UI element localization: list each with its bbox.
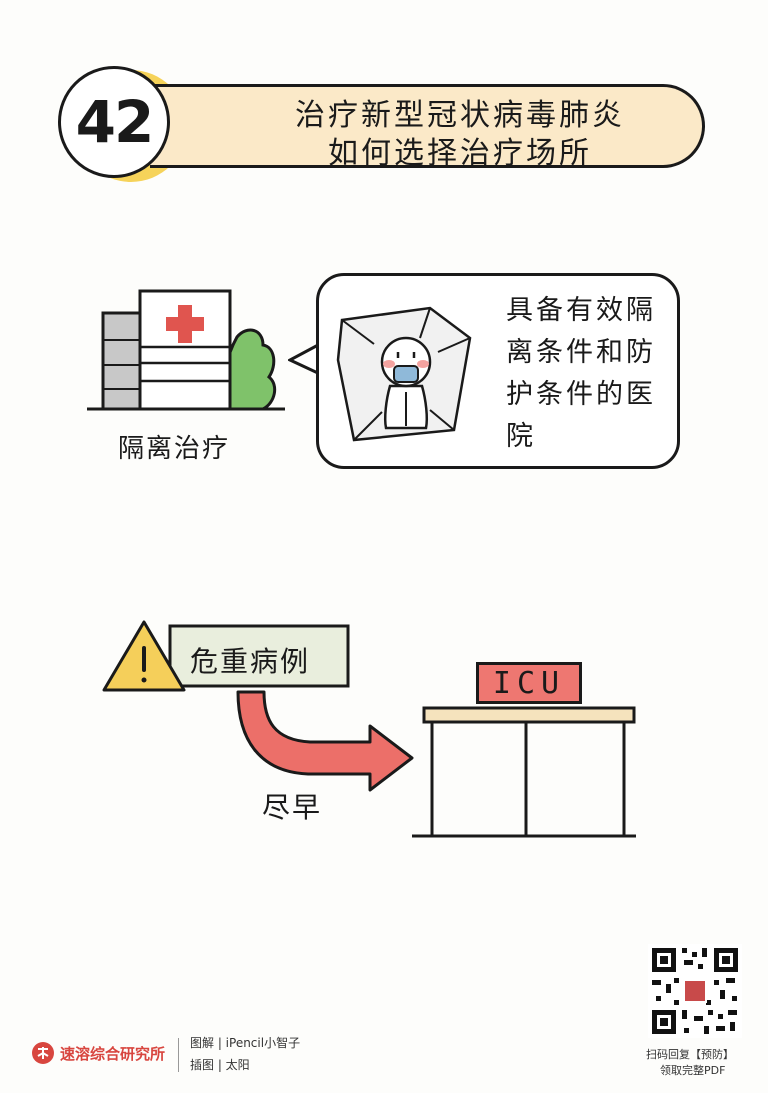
icu-building (412, 706, 636, 838)
arrow-label: 尽早 (262, 791, 323, 824)
title-banner (150, 84, 705, 168)
title-line-1: 治疗新型冠状病毒肺炎 (295, 98, 625, 133)
credit-line-2: 插图 | 太阳 (190, 1058, 250, 1072)
org-logo-icon (32, 1042, 54, 1064)
hospital-illustration (87, 289, 285, 411)
warning-label: 危重病例 (190, 645, 311, 678)
red-cross-icon (166, 305, 204, 343)
bubble-tail (288, 342, 321, 376)
qr-code-icon (648, 944, 742, 1038)
qr-caption-1: 扫码回复【预防】 (646, 1048, 734, 1061)
title-line-2: 如何选择治疗场所 (328, 136, 592, 171)
warning-banner (102, 620, 350, 692)
isolated-patient-illustration (336, 306, 472, 442)
face-mask-icon (393, 365, 419, 383)
arrow-icon (236, 690, 414, 792)
footer-divider (178, 1038, 179, 1072)
hospital-label: 隔离治疗 (118, 434, 231, 464)
qr-caption-2: 领取完整PDF (660, 1064, 726, 1077)
bubble-text: 具备有效隔离条件和防护条件的医院 (506, 295, 656, 452)
credit-line-1: 图解 | iPencil小智子 (190, 1036, 301, 1050)
warning-label-box (168, 624, 350, 688)
org-name: 速溶综合研究所 (60, 1045, 166, 1063)
number-badge: 42 (58, 66, 170, 178)
qr-center-logo (683, 979, 707, 1003)
side-building (101, 311, 143, 411)
icu-sign: ICU (476, 662, 582, 704)
